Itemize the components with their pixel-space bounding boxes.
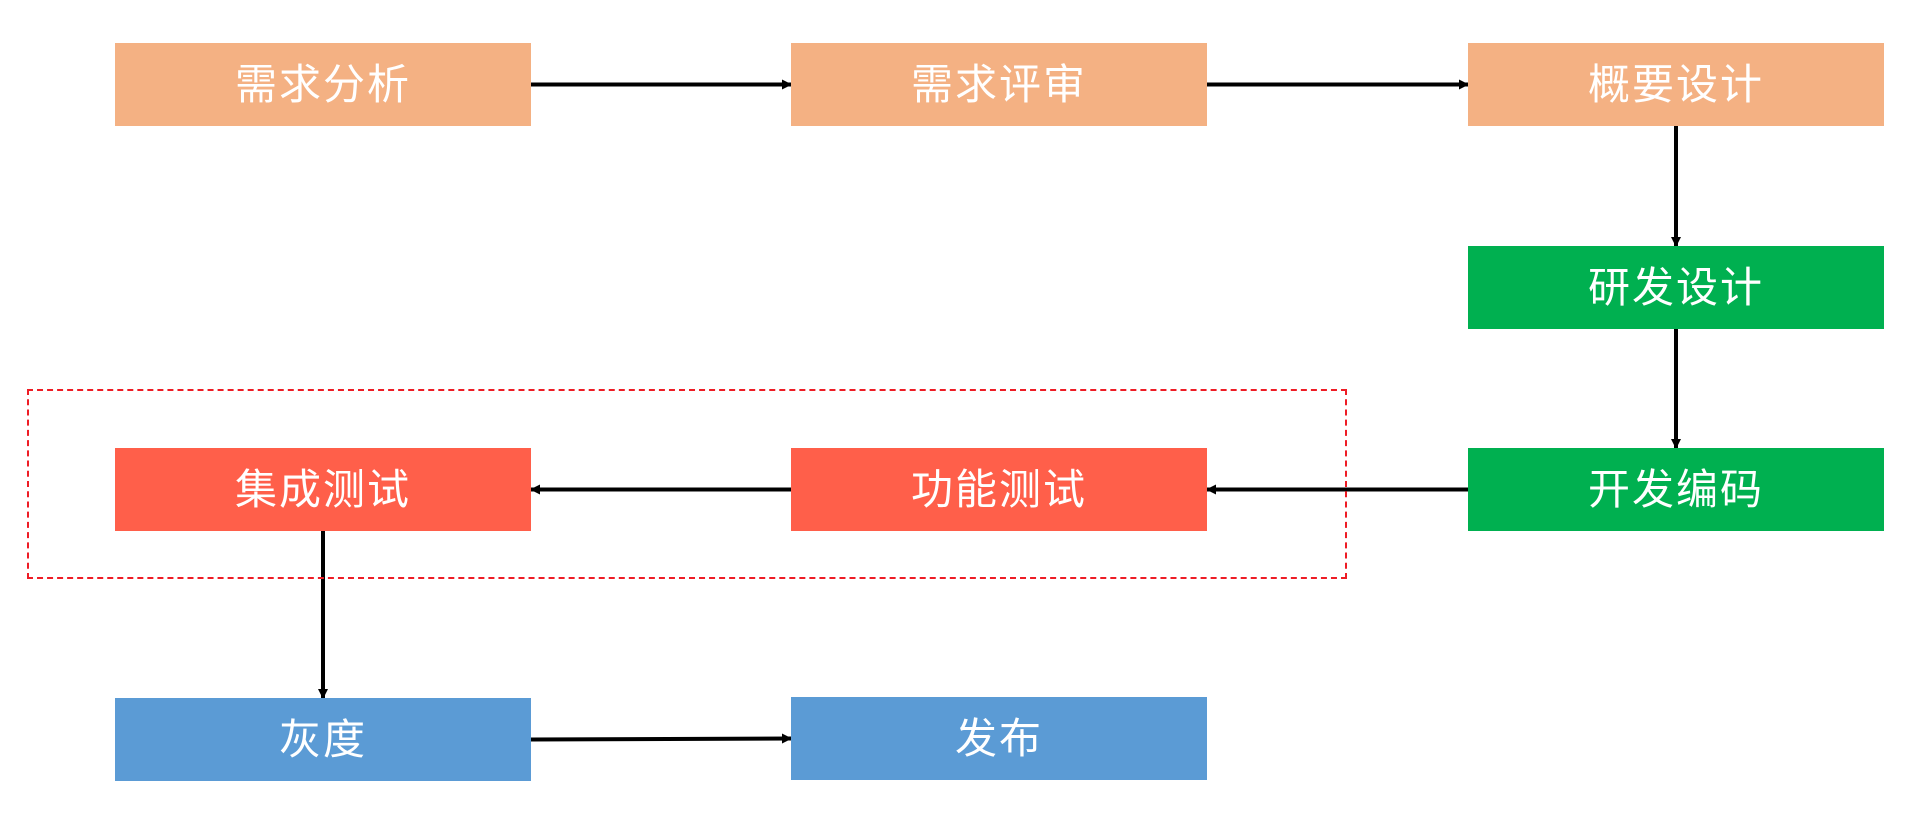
node-release: 发布 <box>791 697 1207 780</box>
node-label: 集成测试 <box>234 464 411 514</box>
node-label: 灰度 <box>278 714 367 764</box>
node-label: 功能测试 <box>910 464 1087 514</box>
arrow-hd-to-fb <box>530 733 792 744</box>
node-gray-release: 灰度 <box>115 698 531 781</box>
node-label: 开发编码 <box>1587 464 1764 514</box>
node-label: 概要设计 <box>1587 59 1764 109</box>
node-requirement-review: 需求评审 <box>791 43 1207 126</box>
node-requirement-analysis: 需求分析 <box>115 43 531 126</box>
node-functional-testing: 功能测试 <box>791 448 1207 531</box>
node-integration-testing: 集成测试 <box>115 448 531 531</box>
node-label: 需求分析 <box>234 59 411 109</box>
node-outline-design: 概要设计 <box>1468 43 1884 126</box>
node-label: 研发设计 <box>1587 262 1764 312</box>
node-label: 发布 <box>954 713 1043 763</box>
node-development-coding: 开发编码 <box>1468 448 1884 531</box>
node-label: 需求评审 <box>910 59 1087 109</box>
testing-group-box <box>27 389 1347 579</box>
node-rd-design: 研发设计 <box>1468 246 1884 329</box>
